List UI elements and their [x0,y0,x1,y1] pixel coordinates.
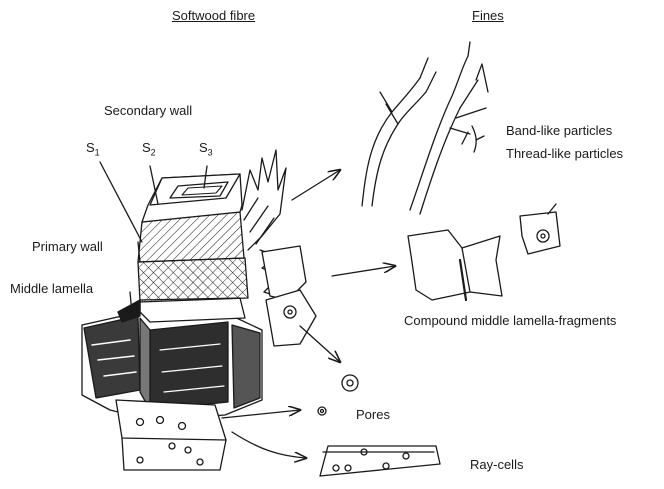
s2-leader [149,165,159,205]
label-thread-like-particles: Thread-like particles [506,146,624,161]
heading-fines: Fines [472,8,504,23]
s1-leader [99,161,143,243]
label-secondary-wall: Secondary wall [104,103,193,118]
label-s2: S2 [142,140,156,158]
s3-leader [203,165,208,189]
band-like-particles [361,41,489,215]
lamella-fragments [407,203,561,302]
arrow-to-pores [221,410,300,419]
arrow-to-band [291,170,340,201]
arrow-to-ray-cells [231,431,306,458]
fibre-block [81,149,317,471]
primary-wall-leader [137,241,141,263]
label-s3: S3 [199,140,213,158]
label-middle-lamella: Middle lamella [10,281,94,296]
ray-cell [319,445,441,477]
ray-cell-block [115,399,227,441]
arrows [221,170,395,458]
label-s1: S1 [86,140,100,158]
thread-like-particles [461,125,485,153]
arrow-to-pore [299,325,340,362]
label-band-like-particles: Band-like particles [506,123,613,138]
primary-wall-layer [137,257,249,303]
middle-lamella-leader [129,291,133,315]
arrow-to-fragments [331,266,395,277]
label-pores: Pores [356,407,390,422]
pores [317,374,359,416]
label-compound-fragments: Compound middle lamella-fragments [404,313,617,328]
label-primary-wall: Primary wall [32,239,103,254]
label-ray-cells: Ray-cells [470,457,524,472]
leader-lines [99,161,208,315]
heading-softwood-fibre: Softwood fibre [172,8,256,23]
